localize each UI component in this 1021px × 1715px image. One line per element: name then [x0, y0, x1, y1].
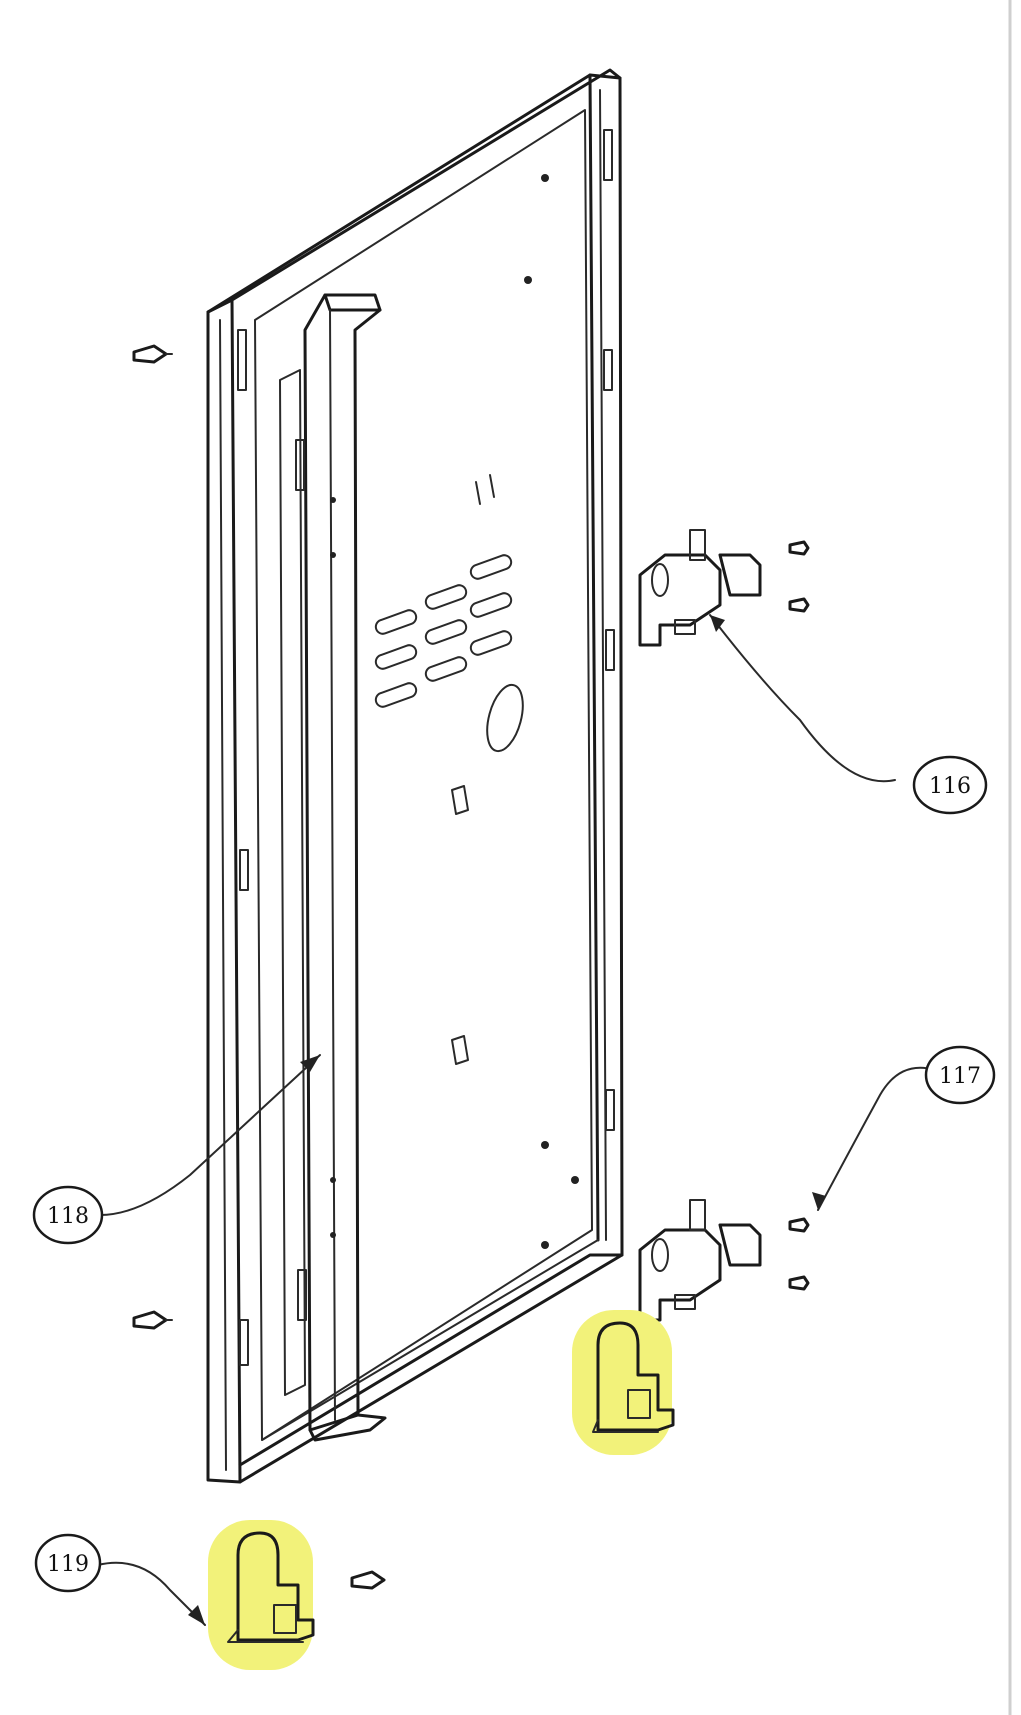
- callout-116: 116: [912, 755, 988, 815]
- callout-119: 119: [34, 1533, 102, 1593]
- hinge-screw-upper-2: [788, 597, 810, 613]
- hinge-lower: [638, 1199, 762, 1322]
- hinge-upper: [638, 529, 762, 647]
- screw-top-left: [132, 344, 173, 364]
- highlighted-bracket-right: [572, 1310, 675, 1455]
- panel-details: [374, 174, 579, 1249]
- screw-bottom: [350, 1570, 386, 1590]
- callout-117: 117: [924, 1045, 996, 1105]
- screw-bottom-left: [132, 1310, 173, 1330]
- callout-118: 118: [32, 1185, 104, 1245]
- highlighted-bracket-left: [208, 1520, 315, 1670]
- callout-117-label: 117: [939, 1064, 981, 1089]
- hinge-screw-lower-2: [788, 1275, 810, 1291]
- callout-119-label: 119: [47, 1552, 89, 1577]
- vertical-channel-part: [279, 293, 387, 1442]
- door-frame: [206, 68, 624, 1484]
- hinge-screw-upper-1: [788, 540, 810, 556]
- callout-116-label: 116: [929, 774, 971, 799]
- leader-lines: [97, 614, 936, 1626]
- hinge-screw-lower-1: [788, 1217, 810, 1233]
- callout-118-label: 118: [47, 1204, 89, 1229]
